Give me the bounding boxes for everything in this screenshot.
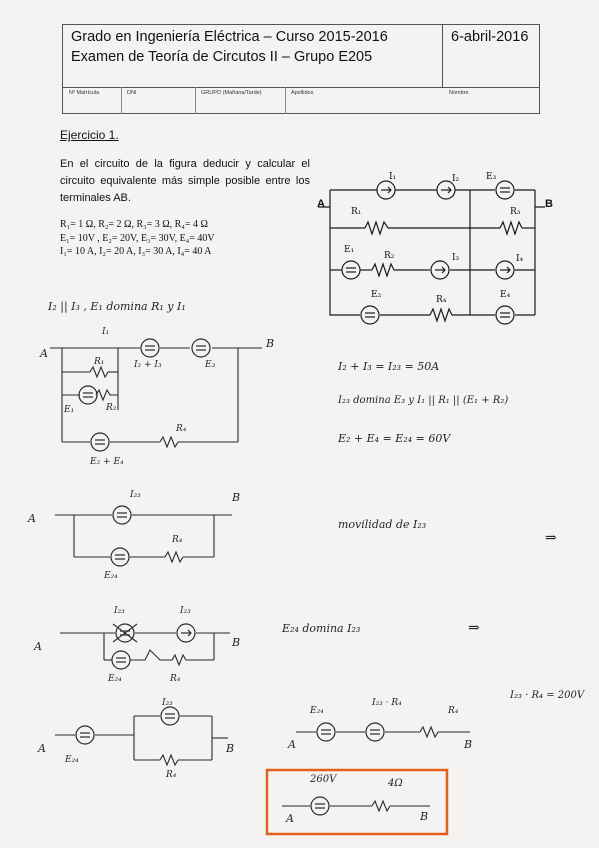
field-nombre: Nombre: [449, 90, 469, 96]
fig-node-A: A: [317, 198, 325, 210]
equation-I23: I₂ + I₃ = I₂₃ = 50A: [338, 360, 440, 373]
equation-I23R4: I₂₃ · R₄ = 200V: [510, 690, 585, 701]
fig-label-R2: R₂: [384, 251, 395, 261]
fig-label-E3: E₃: [486, 172, 497, 182]
fig-label-I3: I₃: [452, 253, 460, 263]
header-exam: Examen de Teoría de Circutos II – Grupo …: [71, 49, 373, 65]
fig-node-B: B: [545, 198, 553, 210]
d4-node-A: A: [38, 742, 46, 755]
d1-node-A: A: [40, 347, 48, 360]
header-degree: Grado en Ingeniería Eléctrica – Curso 20…: [71, 29, 388, 45]
d3-label-E24: E₂₄: [108, 674, 122, 684]
printed-circuit: [318, 180, 545, 325]
d1-node-B: B: [266, 337, 275, 350]
fig-label-I4: I₄: [516, 254, 524, 264]
component-values: R₁= 1 Ω, R₂= 2 Ω, R₃= 3 Ω, R₄= 4 Ω E₁= 1…: [60, 218, 215, 259]
field-apellidos: Apellidos: [291, 90, 314, 96]
hand-diagram-2: [55, 505, 232, 567]
arrow-2: ⇒: [468, 620, 480, 636]
hand-diagram-4: [55, 706, 228, 767]
hand-diagram-3: [60, 623, 230, 670]
final-node-A: A: [286, 812, 294, 825]
current-values: I₁= 10 A, I₂= 20 A, I₃= 30 A, I₄= 40 A: [60, 246, 212, 257]
fig-label-I1: I₁: [389, 172, 397, 182]
d5-node-B: B: [464, 738, 473, 751]
d4-label-E24: E₂₄: [65, 755, 79, 765]
d4-node-B: B: [226, 742, 235, 755]
d1-label-I23: I₂ + I₃: [134, 360, 162, 370]
d1-label-I1: I₁: [102, 327, 110, 337]
note-mobility: movilidad de I₂₃: [338, 518, 427, 531]
note-E24-dominates: E₂₄ domina I₂₃: [282, 622, 361, 635]
d2-label-E24: E₂₄: [104, 571, 118, 581]
exercise-title: Ejercicio 1.: [60, 128, 119, 142]
final-result-box: [265, 768, 449, 836]
d2-label-I23: I₂₃: [130, 490, 141, 500]
fig-label-E4: E₄: [500, 290, 511, 300]
exam-header: Grado en Ingeniería Eléctrica – Curso 20…: [62, 24, 540, 114]
d2-node-B: B: [232, 491, 241, 504]
field-matricula: Nº Matrícula: [69, 90, 100, 96]
d1-label-R1: R₁: [94, 357, 105, 367]
voltage-values: E₁= 10V , E₂= 20V, E₃= 30V, E₄= 40V: [60, 232, 215, 244]
final-resistance: 4Ω: [388, 778, 403, 789]
d4-label-R4: R₄: [166, 770, 177, 780]
d1-label-E24: E₂ + E₄: [90, 457, 124, 467]
d3-node-B: B: [232, 636, 241, 649]
fig-label-I2: I₂: [452, 174, 460, 184]
d3-label-R4: R₄: [170, 674, 181, 684]
equation-E24: E₂ + E₄ = E₂₄ = 60V: [338, 432, 451, 445]
final-node-B: B: [420, 810, 429, 823]
d2-label-R4: R₄: [172, 535, 183, 545]
fig-label-R3: R₃: [510, 207, 521, 217]
d4-label-I23: I₂₃: [162, 698, 173, 708]
exercise-statement: En el circuito de la figura deducir y ca…: [60, 158, 310, 205]
d1-label-R2: R₂: [106, 403, 117, 413]
fig-label-E1: E₁: [344, 245, 355, 255]
d3-label-I23: I₂₃: [180, 606, 191, 616]
equation-domination: I₂₃ domina E₃ y I₁ || R₁ || (E₁ + R₂): [338, 395, 509, 406]
hand-diagram-1: [50, 338, 262, 452]
d5-node-A: A: [288, 738, 296, 751]
d3-label-I23-crossed: I₂₃: [114, 606, 125, 616]
d5-label-R4: R₄: [448, 706, 459, 716]
field-grupo: GRUPO (Mañana/Tarde): [201, 90, 262, 96]
field-dni: DNI: [127, 90, 137, 96]
note-parallel-sources: I₂ || I₃ , E₁ domina R₁ y I₁: [48, 300, 186, 313]
fig-label-R1: R₁: [351, 207, 362, 217]
d1-label-E3: E₃: [205, 360, 216, 370]
hand-diagram-5: [296, 722, 470, 742]
d3-node-A: A: [34, 640, 42, 653]
d1-label-E1: E₁: [64, 405, 75, 415]
header-date: 6-abril-2016: [451, 29, 529, 45]
d1-label-R4: R₄: [176, 424, 187, 434]
fig-label-E2: E₂: [371, 290, 382, 300]
d2-node-A: A: [28, 512, 36, 525]
d5-label-E24: E₂₄: [310, 706, 324, 716]
arrow-1: ⇒: [545, 530, 557, 546]
fig-label-R4: R₄: [436, 295, 447, 305]
d5-label-I23R4: I₂₃ · R₄: [372, 698, 402, 708]
resistor-values: R₁= 1 Ω, R₂= 2 Ω, R₃= 3 Ω, R₄= 4 Ω: [60, 219, 208, 230]
final-voltage: 260V: [310, 774, 337, 785]
